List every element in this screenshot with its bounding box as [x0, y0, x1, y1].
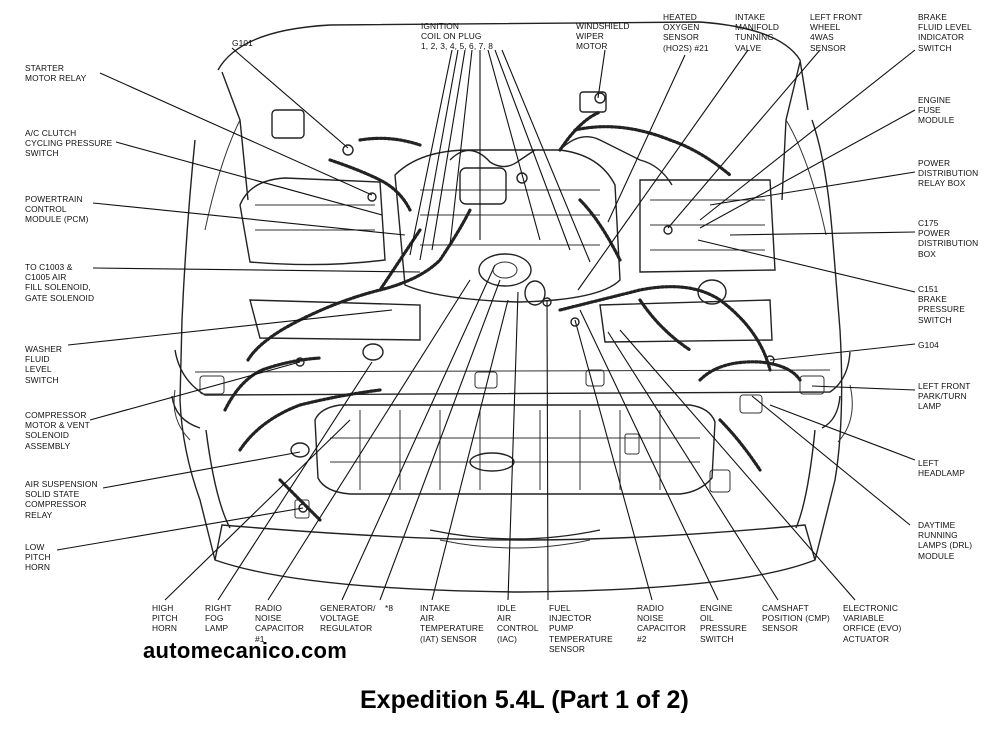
label-brake-fluid-level-switch: BRAKE FLUID LEVEL INDICATOR SWITCH	[918, 12, 972, 53]
vehicle-outline	[173, 21, 853, 593]
watermark-text: automecanico.com	[143, 638, 348, 663]
label-evo-actuator: ELECTRONIC VARIABLE ORFICE (EVO) ACTUATO…	[843, 603, 902, 644]
wiring-harness	[223, 110, 802, 522]
label-g104: G104	[918, 340, 939, 350]
label-engine-oil-pressure-switch: ENGINE OIL PRESSURE SWITCH	[700, 603, 747, 644]
label-star-8: *8	[385, 603, 394, 613]
label-c151-brake-pressure-switch: C151 BRAKE PRESSURE SWITCH	[918, 284, 965, 325]
label-right-fog-lamp: RIGHT FOG LAMP	[205, 603, 232, 634]
label-high-pitch-horn: HIGH PITCH HORN	[152, 603, 178, 634]
diagram-title: Expedition 5.4L (Part 1 of 2)	[360, 686, 689, 714]
label-powertrain-control-module: POWERTRAIN CONTROL MODULE (PCM)	[25, 194, 89, 225]
label-left-front-park-turn-lamp: LEFT FRONT PARK/TURN LAMP	[918, 381, 971, 412]
label-g101: G101	[232, 38, 253, 48]
label-windshield-wiper-motor: WINDSHIELD WIPER MOTOR	[576, 21, 630, 52]
label-low-pitch-horn: LOW PITCH HORN	[25, 542, 51, 573]
label-intake-manifold-tunning-valve: INTAKE MANIFOLD TUNNING VALVE	[735, 12, 780, 53]
label-c175-power-distribution-box: C175 POWER DISTRIBUTION BOX	[918, 218, 979, 259]
label-intake-air-temperature-sensor: INTAKE AIR TEMPERATURE (IAT) SENSOR	[420, 603, 484, 644]
label-camshaft-position-sensor: CAMSHAFT POSITION (CMP) SENSOR	[762, 603, 830, 634]
label-starter-motor-relay: STARTER MOTOR RELAY	[25, 63, 87, 84]
label-heated-oxygen-sensor: HEATED OXYGEN SENSOR (HO2S) #21	[663, 12, 709, 53]
engine-block	[239, 91, 776, 519]
label-generator-voltage-regulator: GENERATOR/ VOLTAGE REGULATOR	[320, 603, 376, 634]
label-power-distribution-relay-box: POWER DISTRIBUTION RELAY BOX	[918, 158, 979, 189]
label-washer-fluid-level-switch: WASHER FLUID LEVEL SWITCH	[25, 344, 63, 385]
label-fuel-injector-pump-temperature-sensor: FUEL INJECTOR PUMP TEMPERATURE SENSOR	[549, 603, 613, 654]
component-markers	[295, 92, 775, 513]
label-left-headlamp: LEFT HEADLAMP	[918, 458, 965, 479]
leader-lines	[56, 47, 916, 601]
label-radio-noise-capacitor-2: RADIO NOISE CAPACITOR #2	[637, 603, 686, 644]
label-left-front-wheel-sensor: LEFT FRONT WHEEL 4WAS SENSOR	[810, 12, 863, 53]
label-to-c1003-c1005: TO C1003 & C1005 AIR FILL SOLENOID, GATE…	[25, 262, 95, 303]
front-grille	[314, 404, 716, 549]
label-ignition-coil-on-plug: IGNITION COIL ON PLUG 1, 2, 3, 4, 5, 6, …	[421, 21, 494, 52]
label-air-suspension-relay: AIR SUSPENSION SOLID STATE COMPRESSOR RE…	[25, 479, 98, 520]
label-radio-noise-capacitor-1: RADIO NOISE CAPACITOR #1	[255, 603, 304, 644]
label-compressor-motor-vent-solenoid: COMPRESSOR MOTOR & VENT SOLENOID ASSEMBL…	[25, 410, 90, 451]
label-drl-module: DAYTIME RUNNING LAMPS (DRL) MODULE	[918, 520, 973, 561]
label-ac-clutch-cycling-pressure-switch: A/C CLUTCH CYCLING PRESSURE SWITCH	[25, 128, 113, 159]
label-engine-fuse-module: ENGINE FUSE MODULE	[918, 95, 955, 126]
label-idle-air-control: IDLE AIR CONTROL (IAC)	[497, 603, 539, 644]
